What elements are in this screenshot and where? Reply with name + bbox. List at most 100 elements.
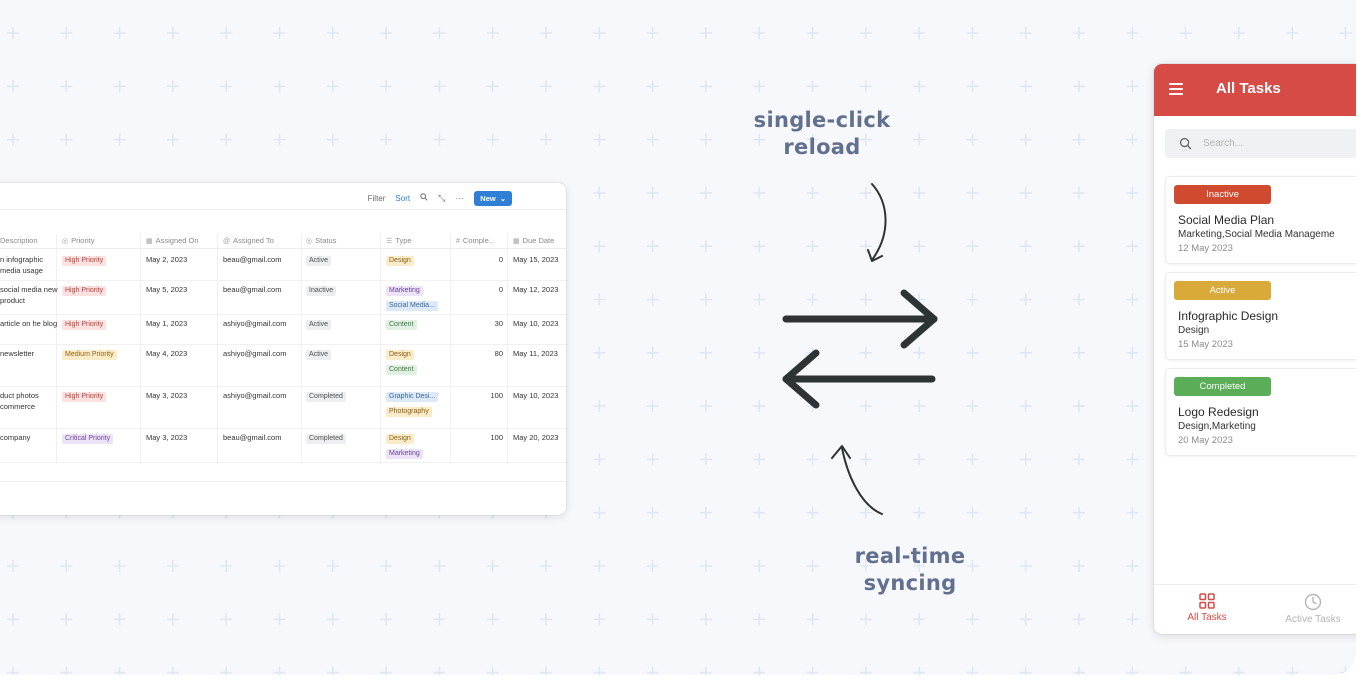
search-input[interactable]: Search...	[1165, 129, 1356, 158]
plus-mark	[593, 240, 606, 253]
plus-mark	[540, 613, 552, 626]
plus-mark	[1126, 666, 1139, 675]
plus-mark	[913, 613, 926, 626]
plus-mark	[166, 80, 179, 93]
plus-mark	[273, 27, 286, 39]
assigned-to-cell: ashiyo@gmail.com	[223, 319, 287, 328]
plus-mark	[859, 293, 872, 306]
due-date-cell: May 12, 2023	[513, 285, 559, 294]
plus-mark	[326, 666, 339, 675]
plus-mark	[1126, 186, 1139, 199]
plus-mark	[699, 346, 712, 359]
status-tag: Inactive	[306, 286, 337, 296]
plus-mark	[753, 666, 766, 675]
priority-tag: High Priority	[62, 392, 107, 402]
plus-mark	[60, 666, 73, 675]
assigned-on-cell: May 2, 2023	[146, 255, 188, 264]
header-completion[interactable]: #Comple...	[456, 236, 496, 245]
plus-mark	[966, 613, 979, 626]
plus-mark	[380, 133, 393, 146]
plus-mark	[166, 133, 179, 146]
header-assigned-on[interactable]: ▦Assigned On	[146, 236, 199, 245]
plus-mark	[380, 613, 393, 626]
chevron-down-icon[interactable]: ⌄	[499, 193, 506, 203]
plus-mark	[7, 27, 19, 39]
plus-mark	[699, 666, 712, 675]
type-tag: Marketing	[386, 286, 423, 296]
plus-mark	[913, 80, 926, 93]
task-title: Social Media Plan	[1178, 213, 1275, 227]
menu-icon[interactable]	[1169, 83, 1183, 96]
expand-icon[interactable]: ⤡	[438, 192, 446, 203]
plus-mark	[7, 613, 19, 626]
more-icon[interactable]: ···	[455, 193, 465, 203]
bottom-navigation: All Tasks Active Tasks	[1154, 584, 1356, 634]
header-due-date[interactable]: ▦Due Date	[513, 236, 555, 245]
filter-button[interactable]: Filter	[367, 193, 386, 203]
plus-mark	[433, 80, 446, 93]
header-type[interactable]: ☰Type	[386, 236, 412, 245]
plus-mark	[1019, 453, 1032, 466]
nav-all-tasks[interactable]: All Tasks	[1154, 593, 1260, 623]
curved-arrow-up-icon	[831, 445, 883, 515]
plus-mark	[326, 560, 339, 572]
table-header: Description ◎Priority ▦Assigned On @Assi…	[0, 234, 566, 249]
type-tag: Content	[386, 320, 417, 330]
plus-mark	[7, 80, 19, 93]
plus-mark	[593, 666, 606, 675]
plus-mark	[806, 27, 819, 39]
new-button[interactable]: New ⌄	[474, 190, 512, 206]
plus-mark	[806, 293, 819, 306]
header-assigned-to[interactable]: @Assigned To	[223, 236, 274, 245]
search-icon[interactable]	[420, 193, 428, 203]
plus-mark	[806, 613, 819, 626]
plus-mark	[380, 27, 393, 39]
plus-mark	[220, 133, 233, 146]
plus-mark	[1179, 666, 1192, 675]
plus-mark	[273, 80, 286, 93]
header-priority[interactable]: ◎Priority	[62, 236, 95, 245]
task-date: 20 May 2023	[1178, 435, 1233, 446]
table-toolbar: Filter Sort ⤡ ··· New ⌄	[368, 190, 512, 206]
plus-mark	[1073, 506, 1085, 519]
calendar-icon: ▦	[146, 238, 153, 245]
plus-mark	[859, 27, 872, 39]
plus-mark	[593, 613, 606, 626]
toolbar-divider	[0, 209, 566, 210]
plus-mark	[593, 293, 606, 306]
header-status[interactable]: ◎Status	[306, 236, 337, 245]
plus-mark	[1019, 186, 1032, 199]
sync-arrows-icon	[782, 289, 938, 409]
plus-mark	[1126, 560, 1139, 572]
plus-mark	[806, 186, 819, 199]
nav-active-tasks[interactable]: Active Tasks	[1260, 593, 1356, 625]
plus-mark	[966, 240, 979, 253]
plus-mark	[859, 400, 872, 413]
assigned-to-cell: beau@gmail.com	[223, 433, 282, 442]
header-description[interactable]: Description	[0, 236, 38, 245]
plus-mark	[113, 560, 126, 572]
plus-mark	[1019, 27, 1032, 39]
plus-mark	[859, 240, 872, 253]
plus-mark	[966, 346, 979, 359]
completion-cell: 80	[494, 349, 503, 358]
plus-mark	[540, 80, 552, 93]
assigned-to-cell: beau@gmail.com	[223, 255, 282, 264]
plus-mark	[859, 346, 872, 359]
plus-mark	[113, 80, 126, 93]
database-table-view: Filter Sort ⤡ ··· New ⌄ Description ◎Pri…	[0, 183, 566, 515]
plus-mark	[646, 560, 659, 572]
sort-button[interactable]: Sort	[395, 193, 411, 203]
